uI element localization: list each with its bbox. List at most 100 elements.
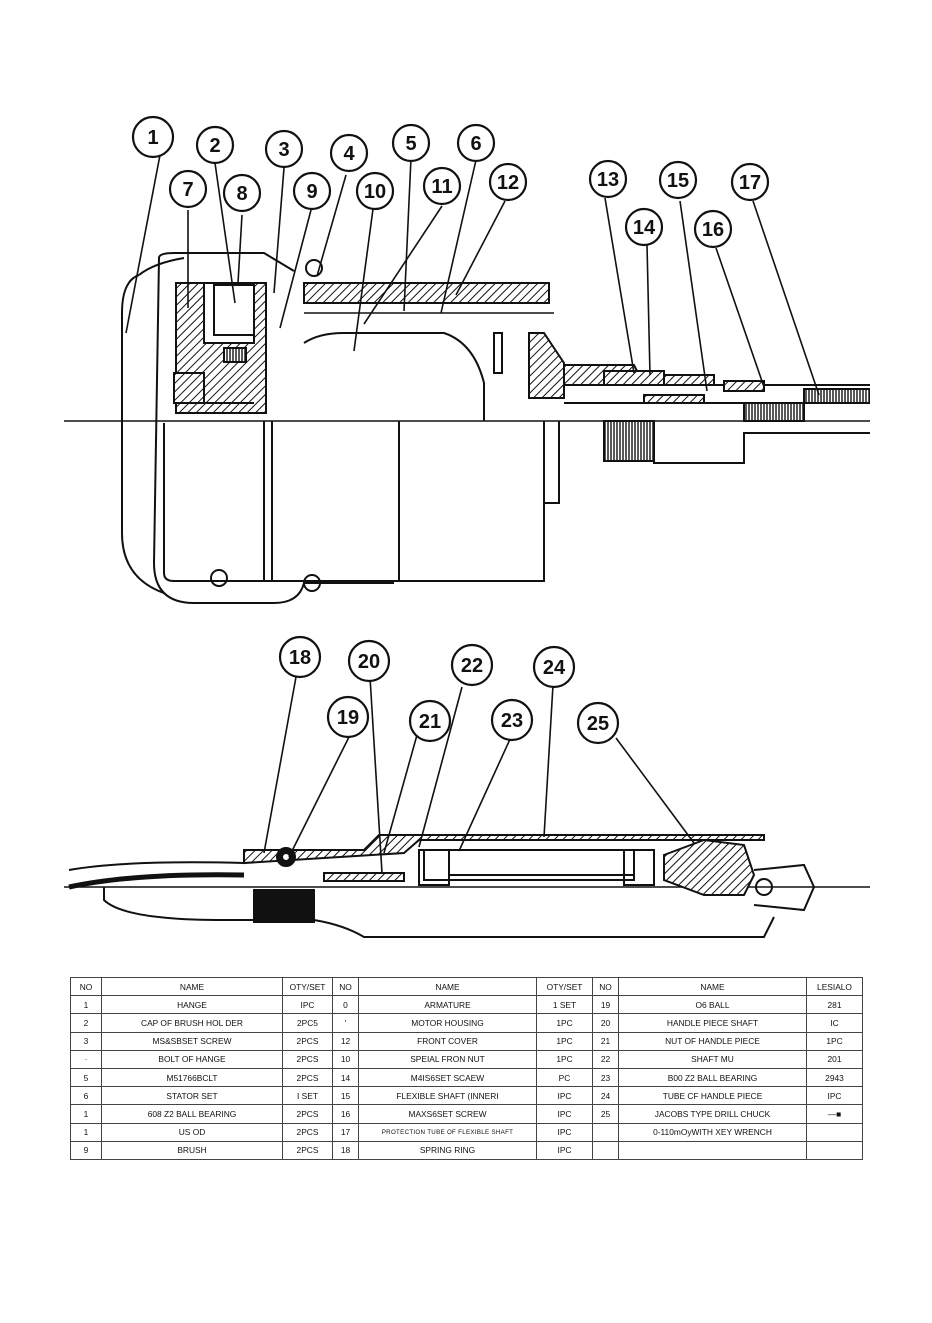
table-cell: SPEIAL FRON NUT — [358, 1049, 537, 1069]
header-no-2: NO — [332, 976, 359, 997]
table-cell: PC — [536, 1067, 593, 1088]
table-cell: 10 — [332, 1049, 359, 1069]
table-cell: 16 — [332, 1104, 359, 1124]
callout-16: 16 — [693, 209, 733, 249]
header-qty-1: OTY/SET — [282, 976, 333, 997]
table-cell: 25 — [592, 1104, 619, 1124]
motor-cross-section-diagram: 1 2 3 4 5 6 7 8 9 10 11 12 13 14 15 16 1… — [64, 103, 870, 610]
bottom-callouts: 18 19 20 21 22 23 24 25 — [278, 635, 620, 745]
table-cell: CAP OF BRUSH HOL DER — [101, 1013, 283, 1033]
table-cell: B00 Z2 BALL BEARING — [618, 1067, 807, 1088]
callout-14: 14 — [624, 207, 664, 247]
table-cell: 14 — [332, 1067, 359, 1088]
table-cell: 18 — [332, 1140, 359, 1160]
table-cell: BOLT OF HANGE — [101, 1049, 283, 1069]
table-cell: IC — [806, 1013, 863, 1033]
svg-text:16: 16 — [702, 219, 724, 241]
svg-text:25: 25 — [587, 713, 609, 735]
table-cell: 2PCS — [282, 1140, 333, 1160]
table-cell: BRUSH — [101, 1140, 283, 1160]
table-cell: 608 Z2 BALL BEARING — [101, 1104, 283, 1124]
callout-9: 9 — [292, 171, 332, 211]
table-cell: IPC — [282, 995, 333, 1015]
callout-22: 22 — [450, 643, 494, 687]
table-cell: 23 — [592, 1067, 619, 1088]
svg-text:22: 22 — [461, 655, 483, 677]
svg-text:4: 4 — [343, 143, 355, 165]
table-cell — [806, 1140, 863, 1160]
header-qty-2: OTY/SET — [536, 976, 593, 997]
table-cell: 20 — [592, 1013, 619, 1033]
table-cell: 5 — [70, 1067, 102, 1088]
parts-list-table: NO NAME OTY/SET NO NAME OTY/SET NO NAME … — [70, 976, 863, 1160]
callout-19: 19 — [326, 695, 370, 739]
table-cell: 1 SET — [536, 995, 593, 1015]
table-cell: HANDLE PIECE SHAFT — [618, 1013, 807, 1033]
table-cell: 0 — [332, 995, 359, 1015]
svg-text:9: 9 — [306, 181, 317, 203]
table-cell: 1 — [70, 1122, 102, 1142]
table-cell: 2943 — [806, 1067, 863, 1088]
table-cell: 22 — [592, 1049, 619, 1069]
table-cell — [618, 1140, 807, 1160]
table-cell: 281 — [806, 995, 863, 1015]
callout-18: 18 — [278, 635, 322, 679]
callout-5: 5 — [391, 123, 431, 163]
table-cell: · — [70, 1049, 102, 1069]
table-cell: IPC — [536, 1104, 593, 1124]
svg-text:20: 20 — [358, 651, 380, 673]
table-cell: 2PCS — [282, 1122, 333, 1142]
table-cell: 6 — [70, 1086, 102, 1106]
callout-11: 11 — [422, 166, 462, 206]
svg-text:3: 3 — [278, 139, 289, 161]
callout-6: 6 — [456, 123, 496, 163]
table-cell — [592, 1122, 619, 1142]
svg-text:15: 15 — [667, 170, 689, 192]
callout-3: 3 — [264, 129, 304, 169]
table-cell: 24 — [592, 1086, 619, 1106]
table-cell: 3 — [70, 1031, 102, 1051]
svg-text:19: 19 — [337, 707, 359, 729]
table-cell: 1PC — [536, 1049, 593, 1069]
table-cell: 201 — [806, 1049, 863, 1069]
callout-7: 7 — [168, 169, 208, 209]
header-qty-3: LESIALO — [806, 976, 863, 997]
svg-text:10: 10 — [364, 181, 386, 203]
table-cell: 2 — [70, 1013, 102, 1033]
callout-2: 2 — [195, 125, 235, 165]
table-cell: SHAFT MU — [618, 1049, 807, 1069]
table-cell: O6 BALL — [618, 995, 807, 1015]
table-cell: 19 — [592, 995, 619, 1015]
table-header-row: NO NAME OTY/SET NO NAME OTY/SET NO NAME … — [70, 976, 863, 997]
callout-13: 13 — [588, 159, 628, 199]
table-cell: I SET — [282, 1086, 333, 1106]
table-cell: 2PCS — [282, 1031, 333, 1051]
table-cell: 2PC5 — [282, 1013, 333, 1033]
top-callouts: 1 2 3 4 5 6 7 8 9 10 11 12 13 14 15 16 1… — [131, 115, 770, 249]
table-cell: JACOBS TYPE DRILL CHUCK — [618, 1104, 807, 1124]
table-cell: 15 — [332, 1086, 359, 1106]
svg-text:6: 6 — [470, 133, 481, 155]
svg-text:5: 5 — [405, 133, 416, 155]
table-cell: 1 — [70, 995, 102, 1015]
callout-1: 1 — [131, 115, 175, 159]
header-no-1: NO — [70, 976, 102, 997]
table-cell: 2PCS — [282, 1104, 333, 1124]
table-cell: IPC — [806, 1086, 863, 1106]
table-cell: PROTECTION TUBE OF FLEXIBLE SHAFT — [358, 1122, 537, 1142]
callout-20: 20 — [347, 639, 391, 683]
table-cell: TUBE CF HANDLE PIECE — [618, 1086, 807, 1106]
callout-4: 4 — [329, 133, 369, 173]
motor-cross-section-svg: 1 2 3 4 5 6 7 8 9 10 11 12 13 14 15 16 1… — [64, 115, 870, 604]
table-cell: 0-110mOyWITH XEY WRENCH — [618, 1122, 807, 1142]
callout-24: 24 — [532, 645, 576, 689]
table-cell: HANGE — [101, 995, 283, 1015]
callout-17: 17 — [730, 162, 770, 202]
svg-text:17: 17 — [739, 172, 761, 194]
table-cell: 1PC — [536, 1031, 593, 1051]
table-cell: 17 — [332, 1122, 359, 1142]
